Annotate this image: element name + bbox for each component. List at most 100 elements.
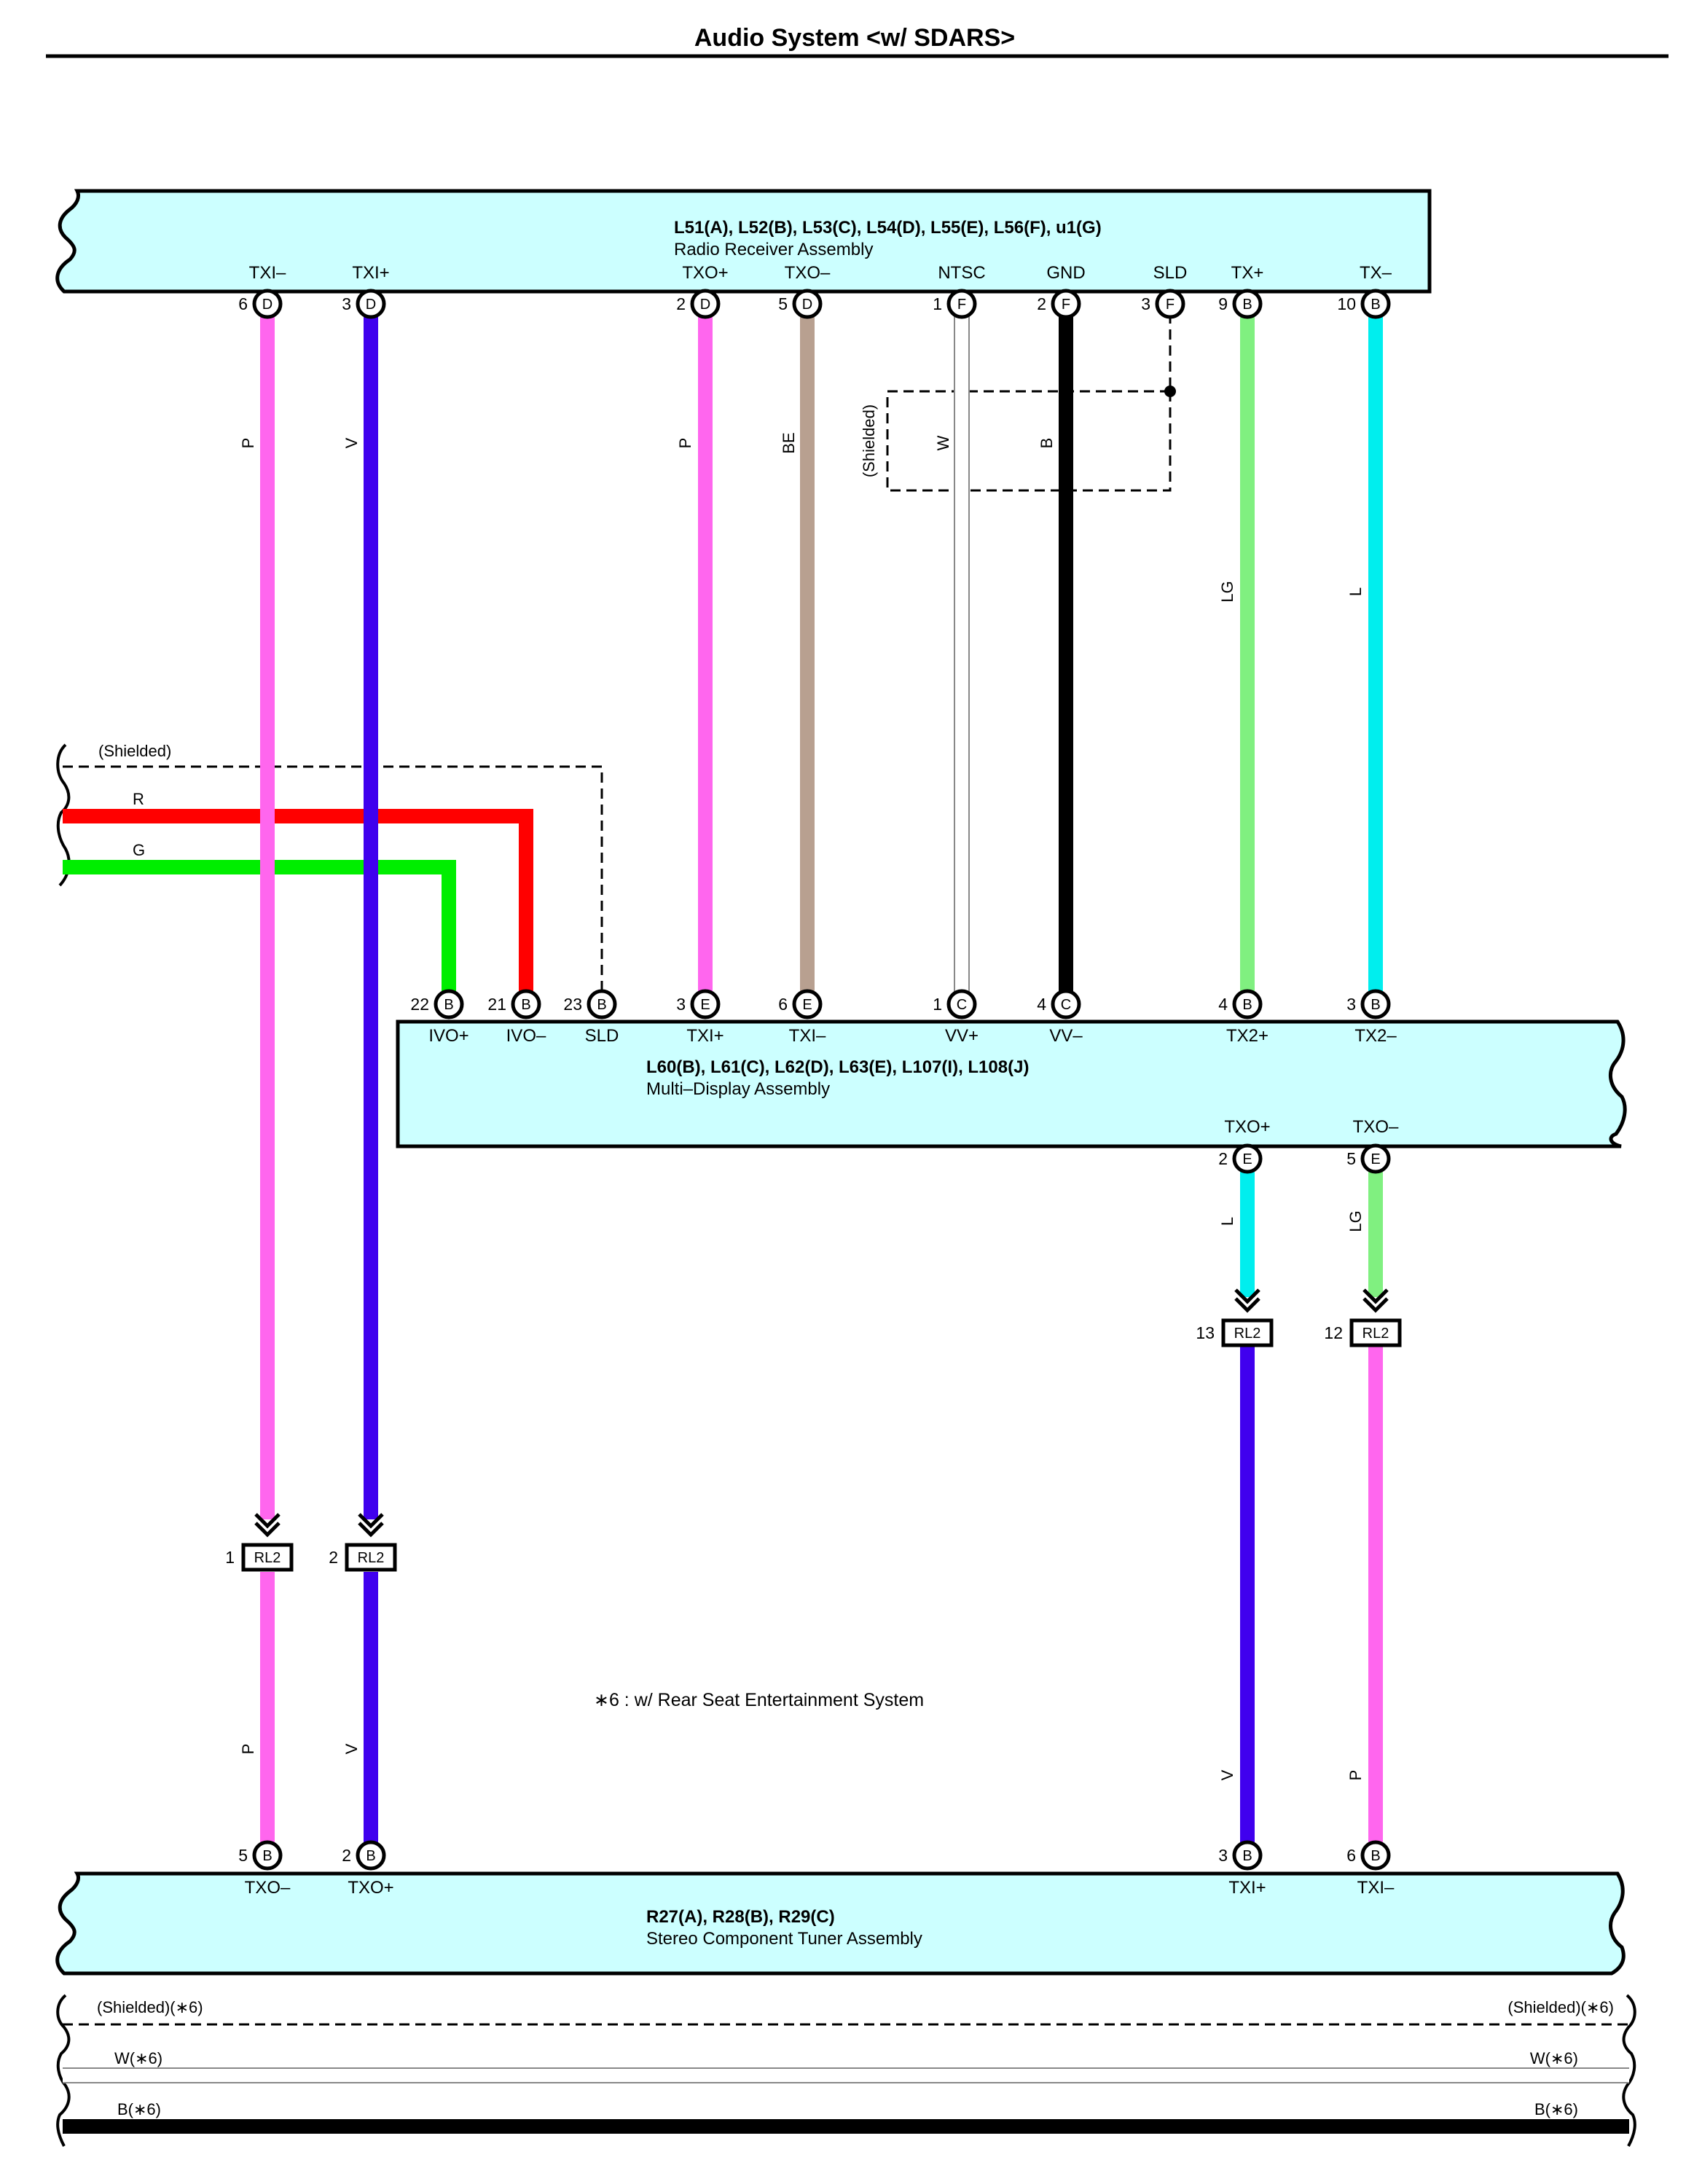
junction-arrow-icon: [1362, 1297, 1389, 1313]
wire-label-6: B: [1038, 438, 1056, 449]
pin-label: TXO+: [348, 1878, 393, 1898]
pin-label: TX2–: [1354, 1026, 1397, 1046]
pin-number: 6: [778, 995, 788, 1014]
pin-number: 2: [676, 294, 686, 313]
left-wire-bracket: [56, 743, 71, 887]
pin-connector: [1155, 289, 1185, 319]
pin-number: 3: [342, 294, 351, 313]
wire-label-4: BE: [780, 432, 798, 453]
junction-name: RL2: [358, 1550, 385, 1566]
pin-label: TXO–: [785, 263, 831, 283]
pin-number: 3: [1346, 995, 1356, 1014]
radio-pin: TXO– 5 D: [778, 263, 831, 319]
junction-box: [345, 1543, 397, 1572]
pin-number: 6: [238, 294, 248, 313]
pin-connector: [587, 989, 617, 1019]
display-assembly-name: Multi–Display Assembly: [646, 1079, 830, 1099]
junction-rl2-1: RL2 1: [225, 1513, 294, 1572]
pin-connector-letter: E: [1242, 1151, 1252, 1167]
shielded-left-label: (Shielded): [98, 742, 171, 760]
radio-pin: NTSC 1 F: [933, 263, 986, 319]
radio-pin: TX– 10 B: [1337, 263, 1392, 319]
display-pin: B 23 SLD: [563, 989, 619, 1046]
pin-connector-letter: B: [521, 997, 530, 1013]
pin-connector-letter: F: [1062, 297, 1070, 313]
pin-label: TXI–: [1357, 1878, 1395, 1898]
shield-line-left: [63, 765, 603, 1004]
junction-number: 13: [1196, 1323, 1215, 1342]
pin-connector-letter: B: [366, 1848, 375, 1864]
pin-label: TX–: [1360, 263, 1392, 283]
junction-arrow-icon: [254, 1522, 281, 1538]
pin-connector: [690, 989, 721, 1019]
wire-label-14: P: [1346, 1770, 1365, 1781]
pin-connector-letter: B: [1371, 997, 1380, 1013]
radio-receiver-box: L51(A), L52(B), L53(C), L54(D), L55(E), …: [55, 189, 1432, 294]
bottom-w-right-label: W(∗6): [1530, 2049, 1578, 2067]
multi-display-box: L60(B), L61(C), L62(D), L63(E), L107(I),…: [396, 1019, 1627, 1148]
pin-connector: [1360, 289, 1391, 319]
tuner-pin: B 5 TXO–: [238, 1840, 291, 1898]
wire-g: [63, 860, 456, 1004]
junction-rl2-2: RL2 2: [329, 1513, 397, 1572]
radio-pin: TXI+ 3 D: [342, 263, 390, 319]
wire-r-label: R: [133, 790, 144, 808]
pin-connector-letter: B: [1371, 1848, 1380, 1864]
radio-assembly-name: Radio Receiver Assembly: [674, 240, 873, 259]
tuner-pin: B 2 TXO+: [342, 1840, 394, 1898]
pin-number: 2: [342, 1846, 351, 1865]
bottom-shielded-left-label: (Shielded)(∗6): [97, 1998, 203, 2016]
display-pin: B 22 IVO+: [410, 989, 469, 1046]
wire-label-7: LG: [1218, 581, 1236, 602]
shield-box-upper: [886, 390, 1172, 492]
pin-number: 3: [676, 995, 686, 1014]
pin-connector: [252, 1840, 283, 1871]
pin-connector-letter: D: [802, 297, 812, 313]
pin-label: NTSC: [938, 263, 985, 283]
pin-label: VV–: [1049, 1026, 1083, 1046]
tuner-connectors-label: R27(A), R28(B), R29(C): [646, 1907, 835, 1927]
pin-connector-letter: C: [1061, 997, 1071, 1013]
pin-connector: [1051, 289, 1081, 319]
display-pin: TXO– E 5: [1346, 1117, 1399, 1174]
pin-label: TXO–: [1353, 1117, 1399, 1137]
bottom-shielded-right-label: (Shielded)(∗6): [1507, 1998, 1614, 2016]
page-title: Audio System <w/ SDARS>: [694, 24, 1015, 52]
tuner-box: R27(A), R28(B), R29(C) Stereo Component …: [55, 1871, 1626, 1976]
pin-label: IVO–: [506, 1026, 546, 1046]
pin-number: 5: [238, 1846, 248, 1865]
wire-label-8: L: [1346, 587, 1365, 596]
junction-box: [1349, 1318, 1402, 1347]
pin-label: GND: [1046, 263, 1085, 283]
pin-label: TXO+: [682, 263, 728, 283]
junction-box: [1221, 1318, 1274, 1347]
pin-label: IVO+: [428, 1026, 468, 1046]
junction-name: RL2: [1362, 1326, 1389, 1342]
radio-pin: TXO+ 2 D: [676, 263, 729, 319]
display-pin: C 1 VV+: [933, 989, 979, 1046]
pin-label: TXO+: [1224, 1117, 1270, 1137]
junction-arrow-icon: [1234, 1297, 1260, 1313]
pin-connector-letter: C: [957, 997, 967, 1013]
pin-label: TXI–: [249, 263, 286, 283]
wire-label-12: V: [342, 1743, 361, 1754]
junction-arrow-icon: [1362, 1288, 1389, 1304]
pin-number: 2: [1037, 294, 1046, 313]
pin-connector-letter: F: [957, 297, 966, 313]
display-top-pins: B 22 IVO+ B 21 IVO– B 23 SLD E 3 TXI+ E …: [410, 989, 1397, 1046]
pin-connector: [511, 989, 541, 1019]
radio-pins: TXI– 6 D TXI+ 3 D TXO+ 2 D TXO– 5 D NTSC…: [238, 263, 1392, 319]
pin-label: TXI+: [1228, 1878, 1266, 1898]
display-pin: TXO+ E 2: [1218, 1117, 1271, 1174]
tuner-pins: B 5 TXO– B 2 TXO+ B 3 TXI+ B 6 TXI–: [238, 1840, 1395, 1898]
pin-connector: [1232, 289, 1263, 319]
pin-connector: [1232, 1840, 1263, 1871]
junction-arrow-icon: [1234, 1288, 1260, 1304]
pin-connector-letter: B: [1242, 997, 1252, 1013]
pin-connector: [434, 989, 464, 1019]
wire-label-5: W: [934, 435, 952, 450]
pin-label: TXI+: [352, 263, 389, 283]
tuner-assembly-name: Stereo Component Tuner Assembly: [646, 1929, 922, 1949]
bottom-b-left-label: B(∗6): [117, 2100, 161, 2118]
pin-number: 3: [1218, 1846, 1228, 1865]
